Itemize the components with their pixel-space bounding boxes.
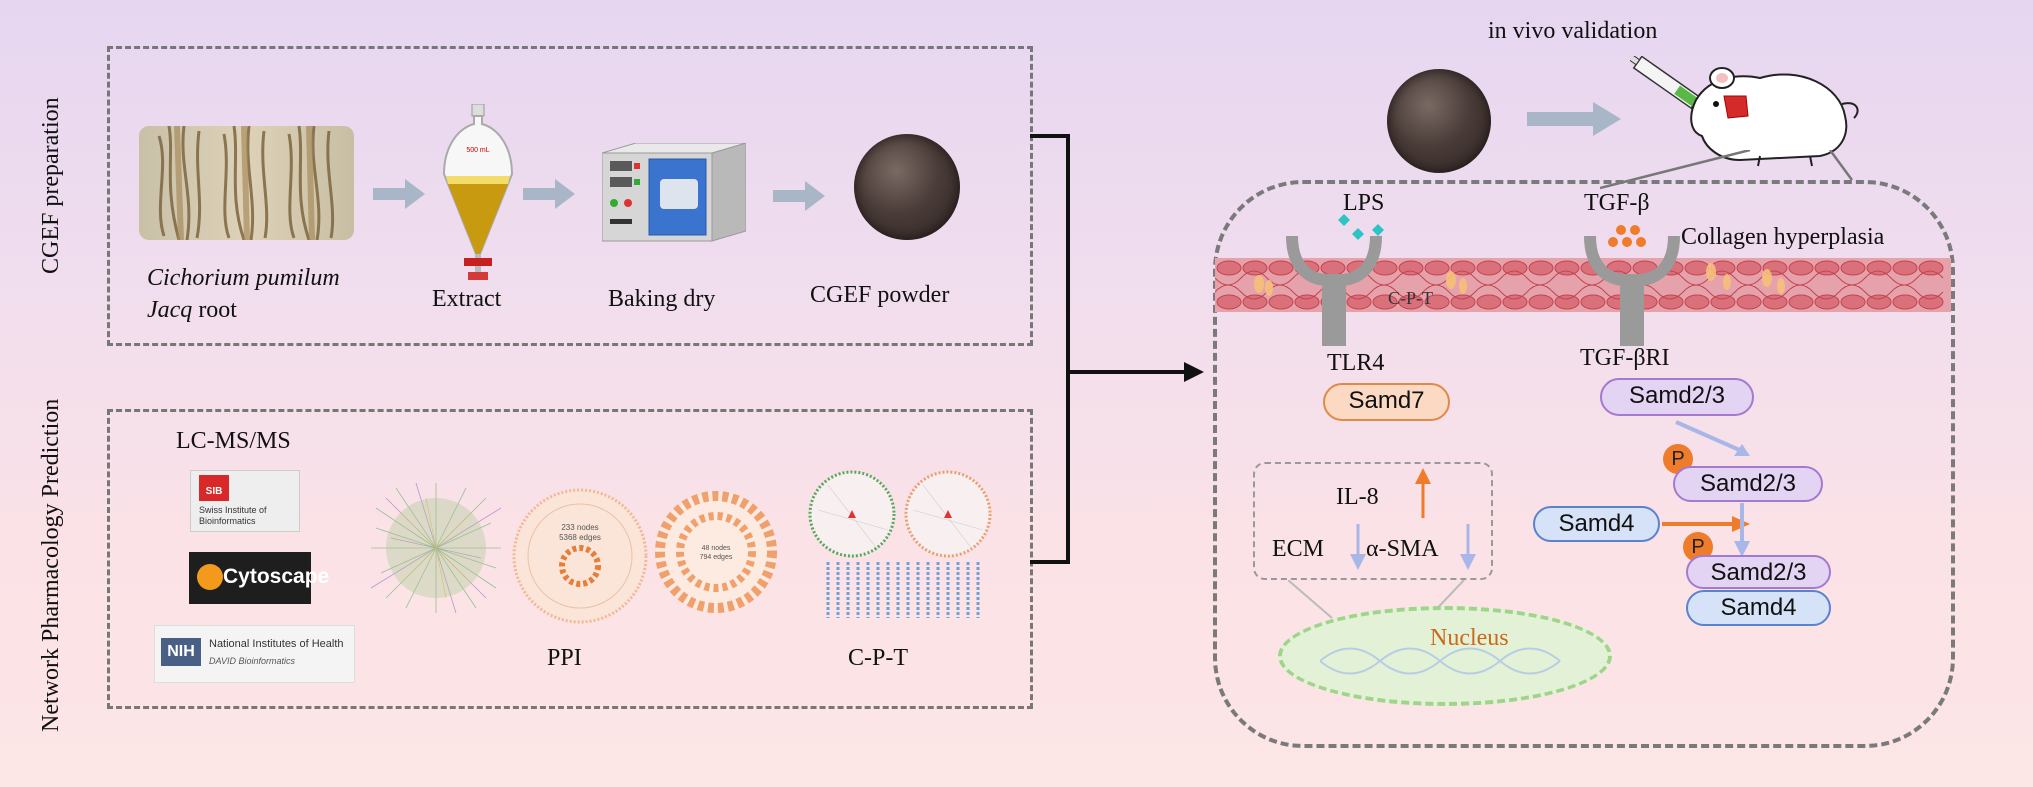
cpt-caption: C-P-T bbox=[848, 645, 908, 671]
extract-caption: Extract bbox=[432, 286, 502, 312]
nih-logo: NIH National Institutes of Health DAVID … bbox=[154, 625, 355, 683]
sib-name-line2: Bioinformatics bbox=[199, 516, 256, 526]
samd4-node-left: Samd4 bbox=[1533, 506, 1660, 542]
asma-down-arrow bbox=[1460, 524, 1476, 570]
samd23-node-bottom: Samd2/3 bbox=[1686, 555, 1831, 589]
collagen-label: Collagen hyperplasia bbox=[1681, 224, 1885, 250]
cytoscape-gear-icon bbox=[197, 564, 223, 590]
bracket-connector bbox=[1030, 134, 1204, 564]
arrow-samd23-down bbox=[1734, 503, 1750, 557]
arrow-samd23-phospho bbox=[1675, 420, 1750, 456]
sib-logo: SIB Swiss Institute of Bioinformatics bbox=[190, 470, 300, 532]
arrow-root-to-extract bbox=[373, 179, 425, 209]
tlr4-receptor bbox=[1286, 235, 1382, 346]
baking-caption: Baking dry bbox=[608, 286, 716, 312]
asma-label: α-SMA bbox=[1366, 536, 1439, 562]
funnel-label: 500 mL bbox=[466, 147, 489, 154]
phospho-badge-2: P bbox=[1683, 532, 1713, 562]
drying-oven-icon bbox=[602, 143, 746, 242]
il8-up-arrow bbox=[1415, 468, 1431, 518]
roots-illustration bbox=[157, 126, 335, 240]
root-caption-part: root bbox=[192, 297, 237, 323]
samd23-node-top: Samd2/3 bbox=[1600, 378, 1754, 416]
cpt-inline-label: C-P-T bbox=[1388, 288, 1433, 308]
ppi-circle-233-nodes: 233 nodes bbox=[561, 523, 598, 532]
cpt-network-graphic bbox=[808, 470, 992, 618]
ppi-caption: PPI bbox=[547, 645, 582, 671]
il8-label: IL-8 bbox=[1336, 484, 1379, 510]
separatory-funnel-icon: 500 mL bbox=[442, 104, 514, 280]
cytokine-box bbox=[1253, 462, 1493, 580]
ecm-down-arrow bbox=[1350, 524, 1366, 570]
arrow-powder-to-mouse bbox=[1527, 102, 1621, 136]
lcms-caption: LC-MS/MS bbox=[176, 428, 291, 454]
section-label-preparation: CGEF preparation bbox=[38, 97, 64, 274]
ppi-circle-48-nodes: 48 nodes bbox=[702, 545, 731, 552]
network-box bbox=[107, 409, 1033, 709]
tgfb-molecules bbox=[1608, 225, 1646, 247]
powder-caption: CGEF powder bbox=[810, 282, 950, 308]
nih-name-line2: DAVID Bioinformatics bbox=[209, 656, 296, 666]
arrow-baking-to-powder bbox=[773, 181, 825, 211]
sib-mark: SIB bbox=[199, 475, 229, 501]
samd23-node-mid: Samd2/3 bbox=[1673, 466, 1823, 502]
cytoscape-logo: Cytoscape bbox=[189, 552, 329, 604]
preparation-box bbox=[107, 46, 1033, 346]
mouse-injection-icon bbox=[1630, 56, 1859, 167]
tgfbri-receptor bbox=[1584, 235, 1680, 346]
tgfbri-label: TGF-βRI bbox=[1580, 345, 1670, 371]
arrow-extract-to-baking bbox=[523, 179, 575, 209]
sib-name-line1: Swiss Institute of bbox=[199, 505, 267, 515]
root-caption: Cichorium pumilum Jacq root bbox=[147, 262, 340, 326]
root-image bbox=[139, 126, 354, 240]
nucleus-label: Nucleus bbox=[1430, 625, 1509, 651]
cgef-powder-image bbox=[854, 134, 960, 240]
nih-mark: NIH bbox=[161, 638, 201, 666]
ppi-network-circle-48: 48 nodes 794 edges bbox=[655, 491, 777, 613]
lps-label: LPS bbox=[1343, 190, 1385, 216]
cell-box bbox=[1213, 180, 1955, 748]
dna-helix-icon bbox=[1320, 647, 1561, 675]
cytoscape-wordmark: Cytoscape bbox=[223, 565, 330, 588]
ppi-circle-233-edges: 5368 edges bbox=[559, 533, 601, 542]
tlr4-label: TLR4 bbox=[1327, 350, 1385, 376]
ppi-network-circle-233: 233 nodes 5368 edges bbox=[512, 488, 648, 624]
lps-molecules bbox=[1338, 214, 1384, 240]
root-caption-species: Cichorium pumilum bbox=[147, 265, 340, 291]
nih-name-line1: National Institutes of Health bbox=[209, 638, 344, 650]
validation-powder-image bbox=[1387, 69, 1491, 173]
ecm-label: ECM bbox=[1272, 536, 1325, 562]
validation-title: in vivo validation bbox=[1488, 18, 1658, 44]
samd4-node-bottom: Samd4 bbox=[1686, 590, 1831, 626]
section-label-network: Network Pharmacology Prediction bbox=[38, 398, 64, 732]
samd7-node: Samd7 bbox=[1323, 383, 1450, 421]
network-hairball-graphic bbox=[370, 482, 502, 614]
root-caption-author: Jacq bbox=[147, 297, 193, 323]
tgfb-label: TGF-β bbox=[1584, 190, 1650, 216]
ppi-circle-48-edges: 794 edges bbox=[700, 554, 733, 561]
